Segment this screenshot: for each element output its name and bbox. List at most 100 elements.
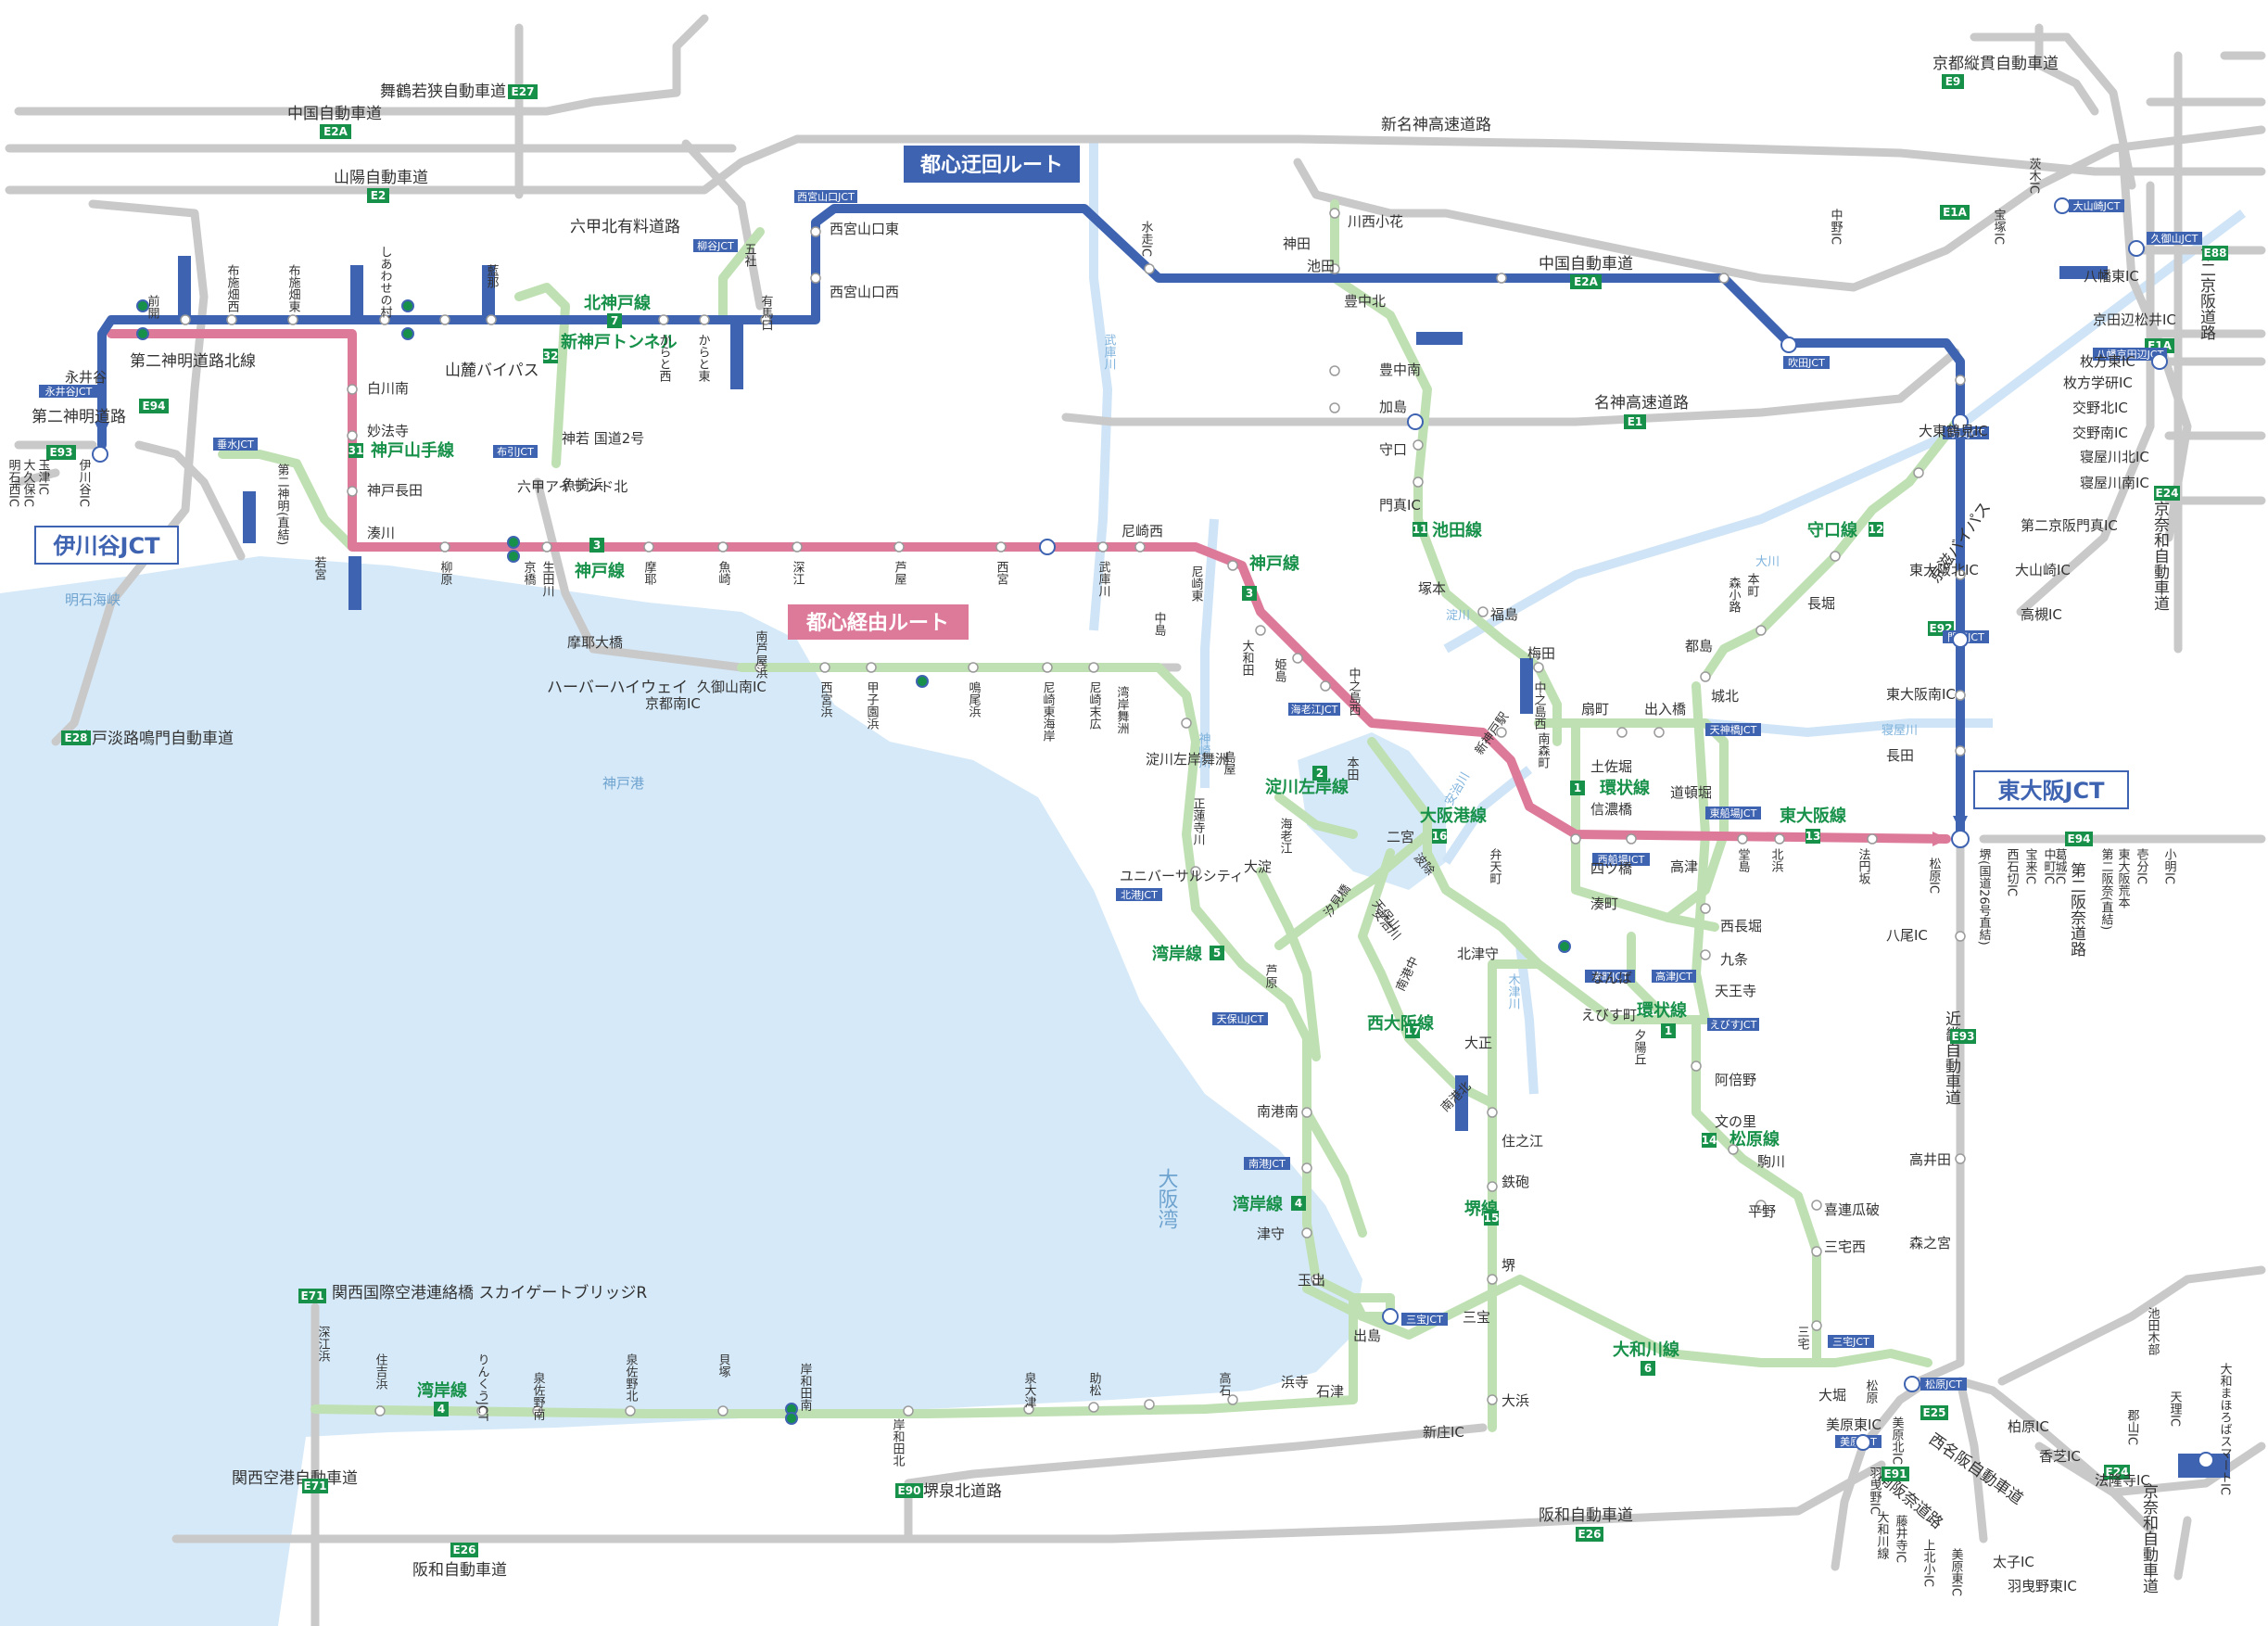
code-e2a-east: E2A — [1574, 275, 1599, 288]
svg-text:東大阪南IC: 東大阪南IC — [1886, 686, 1956, 703]
svg-text:塚本: 塚本 — [1418, 580, 1446, 597]
svg-text:南港南: 南港南 — [1257, 1103, 1299, 1120]
label-shinmeishin: 新名神高速道路 — [1381, 116, 1491, 134]
svg-text:北津守: 北津守 — [1457, 946, 1499, 962]
svg-text:森之宮: 森之宮 — [1909, 1235, 1951, 1251]
badge-6 — [1641, 1361, 1655, 1376]
svg-text:太子IC: 太子IC — [1993, 1554, 2034, 1570]
line-ikeda: 池田線 — [1432, 520, 1482, 540]
svg-text:玉津IC: 玉津IC — [36, 459, 51, 495]
city-route-line — [107, 329, 1951, 844]
svg-text:白川南: 白川南 — [367, 380, 409, 397]
label-hanwa-east: 阪和自動車道 — [1539, 1506, 1633, 1525]
svg-text:高井田: 高井田 — [1909, 1151, 1951, 1168]
svg-text:芦原: 芦原 — [1263, 964, 1278, 988]
svg-text:堺: 堺 — [1501, 1257, 1515, 1274]
svg-text:からと西: からと西 — [657, 334, 672, 382]
svg-text:神若 国道2号: 神若 国道2号 — [562, 430, 644, 447]
svg-text:鳴尾浜: 鳴尾浜 — [967, 681, 982, 718]
svg-text:第二京阪門真IC: 第二京阪門真IC — [2021, 517, 2118, 534]
code-e94: E94 — [143, 400, 166, 413]
svg-text:深江: 深江 — [791, 561, 805, 585]
svg-text:湊町: 湊町 — [1590, 896, 1618, 912]
svg-text:中町IC: 中町IC — [2042, 848, 2057, 884]
svg-text:正蓮寺川: 正蓮寺川 — [1191, 797, 1206, 845]
svg-text:松原: 松原 — [1864, 1379, 1879, 1404]
label-osaka-bay: 大阪湾 — [1155, 1168, 1179, 1229]
code-e71-a: E71 — [301, 1289, 324, 1302]
label-daini-shinmei-kita: 第二神明道路北線 — [130, 352, 256, 371]
svg-text:住之江: 住之江 — [1501, 1133, 1543, 1150]
badge-3b — [1242, 586, 1257, 601]
hanshin-network — [218, 199, 1965, 1432]
svg-text:南森町: 南森町 — [1536, 731, 1551, 769]
svg-text:高槻IC: 高槻IC — [2021, 606, 2062, 623]
line-wangan-4: 湾岸線 — [1233, 1194, 1283, 1214]
svg-text:湊町JCT: 湊町JCT — [1591, 970, 1628, 983]
label-akashi-strait: 明石海峡 — [65, 591, 120, 608]
svg-text:西宮山口東: 西宮山口東 — [830, 221, 899, 237]
svg-text:美原東IC: 美原東IC — [1949, 1548, 1964, 1596]
label-kyoto-jukan: 京都縦貫自動車道 — [1932, 55, 2059, 73]
badge-14 — [1702, 1133, 1717, 1148]
svg-text:大山崎IC: 大山崎IC — [2015, 562, 2071, 578]
svg-text:小明IC: 小明IC — [2162, 848, 2177, 884]
label-daini-hanna: 第二阪奈道路 — [2067, 862, 2086, 957]
svg-text:第二神明(直結): 第二神明(直結) — [275, 464, 290, 545]
badge-4b — [434, 1402, 449, 1416]
label-maizuru: 舞鶴若狭自動車道 — [380, 83, 506, 101]
svg-text:高津JCT: 高津JCT — [1655, 970, 1692, 983]
badge-7-text: 7 — [611, 314, 618, 327]
svg-text:扇町: 扇町 — [1581, 701, 1609, 718]
bypass-route-title-bg — [904, 146, 1080, 183]
svg-text:三宅JCT: 三宅JCT — [1832, 1335, 1869, 1348]
svg-text:羽曳野IC: 羽曳野IC — [1868, 1467, 1882, 1515]
svg-text:守口JCT: 守口JCT — [1947, 426, 1984, 439]
jct-box-central: 海老江JCT 天神橋JCT 東船場JCT 西船場JCT 湊町JCT 高津JCT … — [1116, 332, 2230, 1478]
svg-text:寝屋川南IC: 寝屋川南IC — [2080, 475, 2149, 491]
river-muko — [1089, 139, 1113, 631]
label-meishin: 名神高速道路 — [1594, 394, 1689, 413]
svg-text:守口: 守口 — [1379, 441, 1407, 458]
svg-text:三宝JCT: 三宝JCT — [1406, 1313, 1443, 1326]
badge-14-text: 14 — [1702, 1134, 1717, 1147]
badge-4a — [1291, 1196, 1306, 1211]
badge-16 — [1432, 829, 1447, 844]
svg-text:摩耶: 摩耶 — [642, 560, 657, 585]
svg-text:福島: 福島 — [1490, 606, 1518, 623]
svg-text:松原IC: 松原IC — [1927, 857, 1942, 894]
label-harbor-highway: ハーバーハイウェイ — [547, 679, 688, 697]
badge-16-text: 16 — [1432, 830, 1448, 843]
label-keiji-bypass: 第二京阪道路 — [2197, 246, 2216, 340]
svg-text:京田辺松井IC: 京田辺松井IC — [2093, 311, 2176, 328]
svg-text:宝来IC: 宝来IC — [2023, 848, 2038, 884]
label-kobe-awaji: 神戸淡路鳴門自動車道 — [76, 730, 234, 748]
label-neya-river: 寝屋川 — [1882, 723, 1918, 738]
label-muko-river: 武庫川 — [1102, 334, 1117, 370]
svg-text:大淀: 大淀 — [1244, 858, 1272, 875]
end-arrow-pink-icon — [1932, 832, 1948, 846]
svg-text:天王寺: 天王寺 — [1715, 983, 1756, 999]
svg-text:京橋: 京橋 — [522, 561, 537, 586]
code-e28: E28 — [65, 731, 88, 744]
svg-text:尼崎東海岸: 尼崎東海岸 — [1041, 681, 1056, 742]
badge-32-text: 32 — [543, 349, 559, 362]
badge-15-text: 15 — [1484, 1212, 1500, 1225]
svg-text:湾岸舞洲: 湾岸舞洲 — [1115, 685, 1130, 734]
svg-text:八幡京田辺JCT: 八幡京田辺JCT — [2097, 348, 2164, 361]
start-jct-label: 伊川谷JCT — [53, 533, 161, 559]
svg-text:北浜: 北浜 — [1769, 848, 1784, 872]
svg-text:中野IC: 中野IC — [1829, 209, 1844, 245]
svg-text:住吉浜: 住吉浜 — [374, 1353, 388, 1390]
svg-text:若宮: 若宮 — [312, 555, 327, 580]
svg-text:大正: 大正 — [1464, 1035, 1492, 1051]
svg-text:淀川左岸舞洲: 淀川左岸舞洲 — [1146, 751, 1229, 768]
badge-1a — [1570, 781, 1585, 795]
svg-text:神田: 神田 — [1283, 235, 1311, 252]
svg-text:尼崎東: 尼崎東 — [1189, 565, 1204, 602]
svg-text:天保山JCT: 天保山JCT — [1217, 1012, 1264, 1025]
svg-text:梅田: 梅田 — [1527, 645, 1555, 662]
river-kanzaki — [1200, 518, 1219, 788]
svg-text:九条: 九条 — [1720, 951, 1748, 968]
svg-text:五社: 五社 — [742, 243, 757, 267]
